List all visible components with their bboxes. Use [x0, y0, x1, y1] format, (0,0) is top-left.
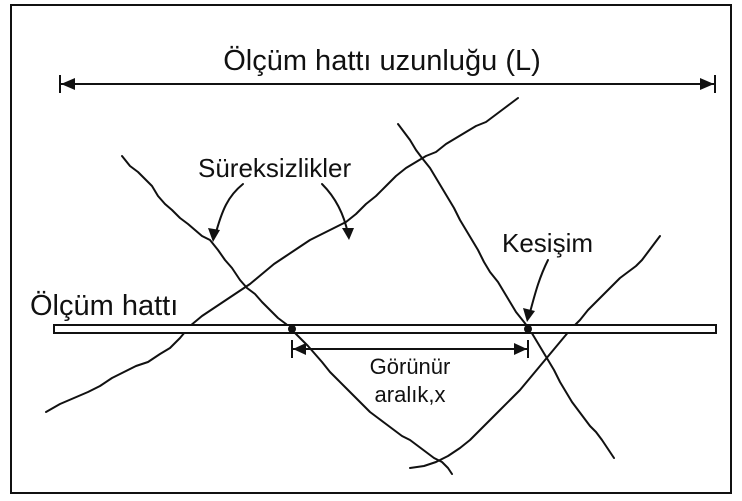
intersection-label: Kesişim: [502, 228, 593, 258]
intersection-leader-arrowhead: [523, 308, 535, 322]
length-label: Ölçüm hattı uzunluğu (L): [223, 45, 541, 77]
discontinuity-leader-1-arrowhead: [208, 228, 220, 242]
spacing-label-line1: Görünür: [370, 354, 451, 379]
spacing-label-line2: aralık,x: [375, 382, 446, 407]
discontinuity-trace-3: [397, 123, 615, 459]
intersection-point-1: [288, 325, 296, 333]
diagram-frame: [10, 4, 732, 494]
scanline-bar: [53, 324, 717, 334]
scanline-label: Ölçüm hattı: [30, 290, 178, 322]
discontinuity-leader-2-arrowhead: [342, 228, 354, 240]
intersection-point-2: [524, 325, 532, 333]
length-dimension-arrow: [59, 75, 716, 93]
discontinuity-trace-2: [45, 97, 519, 413]
spacing-dimension-arrow: [291, 340, 529, 358]
discontinuity-trace-4: [409, 235, 661, 469]
discontinuities-label: Süreksizlikler: [198, 153, 351, 183]
